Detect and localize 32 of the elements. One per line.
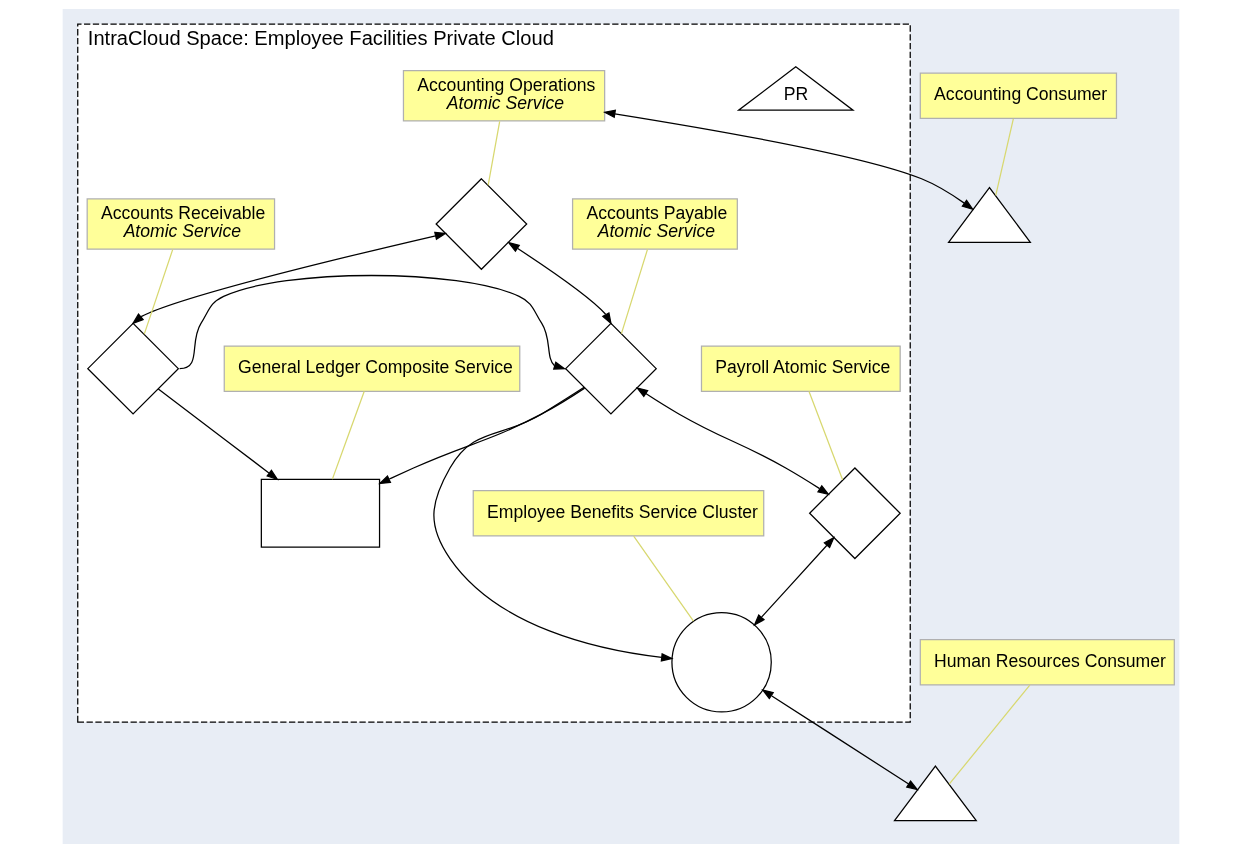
node-diamond (564, 322, 657, 415)
node-diamond (808, 466, 901, 559)
node-box: Human Resources Consumer (919, 638, 1175, 686)
node-box: Accounting Operations Atomic Service (402, 69, 605, 122)
connector (487, 120, 500, 186)
arrow (602, 109, 974, 210)
connector (994, 117, 1014, 196)
arrow (377, 387, 585, 484)
arrow (178, 274, 566, 370)
node-box: Accounts Receivable Atomic Service (86, 197, 275, 250)
connector (143, 248, 173, 335)
node-box: Accounting Consumer (919, 72, 1117, 119)
connector (331, 390, 365, 480)
node-box: Payroll Atomic Service (700, 344, 901, 392)
connector (620, 248, 648, 334)
connector (807, 390, 843, 480)
node-box: Accounts Payable Atomic Service (571, 197, 738, 250)
arrow (760, 688, 919, 791)
connector (632, 535, 694, 622)
node-box (260, 478, 380, 548)
arrow (635, 386, 830, 495)
node-box: Employee Benefits Service Cluster (472, 489, 764, 537)
node-triangle (946, 186, 1032, 243)
node-box: General Ledger Composite Service (223, 344, 520, 392)
arrow (157, 387, 279, 480)
node-triangle (892, 764, 977, 821)
arrow (131, 231, 447, 325)
node-diamond (86, 322, 179, 415)
arrow (506, 241, 612, 325)
connector (948, 683, 1030, 785)
arrow (432, 386, 674, 662)
arrow (752, 535, 835, 626)
